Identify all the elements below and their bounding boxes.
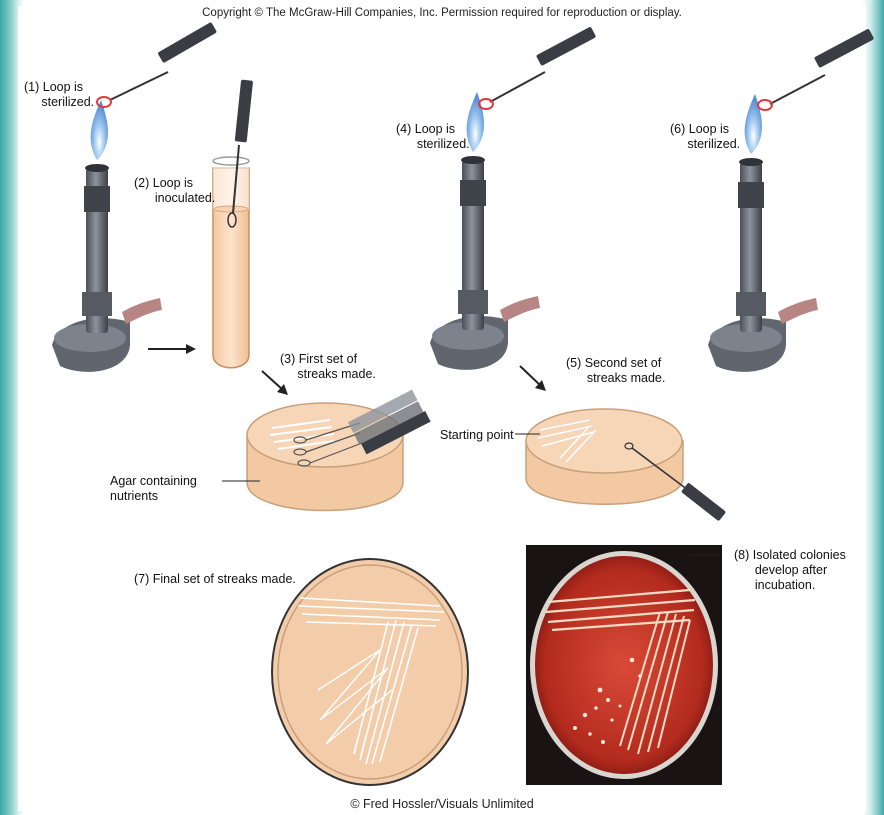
inoculating-loop-4 xyxy=(479,26,596,109)
agar-plate-2 xyxy=(526,409,726,521)
copyright-notice: Copyright © The McGraw-Hill Companies, I… xyxy=(0,6,884,21)
step-6-label: (6) Loop is sterilized. xyxy=(670,122,740,152)
step-3-label: (3) First set of streaks made. xyxy=(280,352,376,382)
starting-point-label: Starting point xyxy=(440,428,514,443)
step-7-label: (7) Final set of streaks made. xyxy=(134,572,296,587)
bunsen-burner-1 xyxy=(52,100,162,372)
arrow-burner4-to-plate xyxy=(520,366,546,391)
agar-label: Agar containing nutrients xyxy=(110,474,197,504)
culture-test-tube xyxy=(213,157,249,368)
photo-credit: © Fred Hossler/Visuals Unlimited xyxy=(0,797,884,812)
inoculating-loop-1 xyxy=(97,22,217,107)
step-5-label: (5) Second set of streaks made. xyxy=(566,356,665,386)
inoculating-loop-6 xyxy=(758,28,874,110)
step-8-label: (8) Isolated colonies develop after incu… xyxy=(734,548,846,593)
final-streak-plate xyxy=(272,559,468,785)
step-1-label: (1) Loop is sterilized. xyxy=(24,80,94,110)
agar-plate-1 xyxy=(247,389,431,511)
arrow-burner-to-tube xyxy=(148,344,196,354)
incubated-plate-photo xyxy=(526,545,722,785)
step-4-label: (4) Loop is sterilized. xyxy=(396,122,470,152)
step-2-label: (2) Loop is inoculated. xyxy=(134,176,215,206)
